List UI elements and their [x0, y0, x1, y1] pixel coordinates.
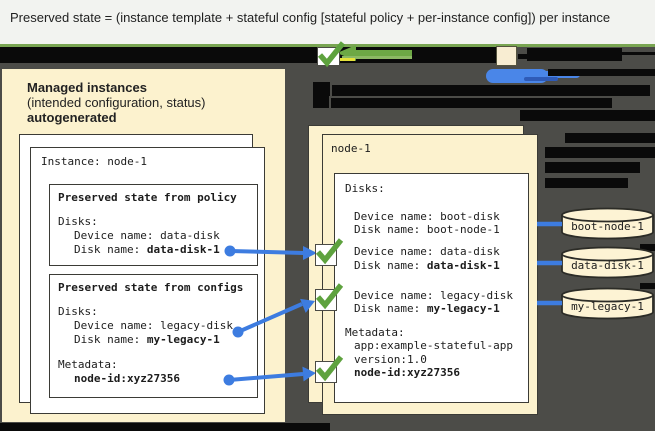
- checkbox-legacy-disk: [315, 283, 344, 311]
- instance-card-front: Instance: node-1 Preserved state from po…: [30, 147, 265, 414]
- blue-scribble: [524, 77, 558, 81]
- disk-label: data-disk-1: [571, 259, 644, 272]
- disk-name-line: Disk name: my-legacy-1: [58, 333, 257, 347]
- disks-label: Disks:: [58, 215, 98, 228]
- redaction-bar: [518, 54, 528, 59]
- disk-name-value: my-legacy-1: [146, 333, 220, 346]
- metadata-app-line: app:example-stateful-app: [354, 339, 513, 352]
- metadata-value: node-id:xyz27356: [74, 372, 180, 385]
- disk-name-line: Disk name: data-disk-1: [58, 243, 257, 257]
- checkmark-icon: [315, 355, 344, 382]
- checkbox-equation: [317, 41, 346, 68]
- configs-state-box: Preserved state from configs Disks: Devi…: [49, 274, 258, 398]
- checkbox-metadata: [315, 355, 344, 383]
- redaction-bar: [331, 98, 612, 108]
- legacy-disk-line: Disk name: my-legacy-1: [335, 302, 528, 316]
- redaction-bar: [545, 178, 628, 188]
- checkbox-data-disk: [315, 238, 344, 266]
- disk-cylinder-legacy: my-legacy-1: [560, 286, 655, 321]
- redaction-bar: [640, 283, 655, 289]
- boot-disk-line: Disk name: boot-node-1: [354, 223, 500, 236]
- redaction-bar: [313, 96, 329, 108]
- disk-name-value: my-legacy-1: [426, 302, 500, 315]
- data-device-line: Device name: data-disk: [354, 245, 500, 258]
- redaction-bar: [332, 85, 650, 96]
- redaction-bar: [565, 133, 655, 143]
- policy-state-box: Preserved state from policy Disks: Devic…: [49, 184, 258, 266]
- node-card-front: node-1 Disks: Device name: boot-disk Dis…: [322, 134, 538, 415]
- checkmark-icon: [315, 283, 344, 310]
- redaction-bar: [545, 147, 655, 158]
- data-disk-line: Disk name: data-disk-1: [335, 259, 528, 273]
- policy-box-heading: Preserved state from policy: [58, 191, 237, 204]
- boot-device-line: Device name: boot-disk: [354, 209, 500, 223]
- redaction-bar: [527, 48, 622, 61]
- green-arrow-underline: [342, 56, 412, 59]
- disk-connector-lines: [537, 221, 562, 306]
- equation-title: Preserved state = (instance template + s…: [10, 10, 611, 25]
- disk-name-label: Disk name:: [74, 243, 147, 256]
- redaction-bar: [640, 244, 655, 251]
- disk-cylinder-data: data-disk-1: [560, 245, 655, 280]
- device-name-line: Device name: legacy-disk: [74, 319, 233, 332]
- disk-icon: [561, 207, 654, 240]
- redaction-bar: [545, 162, 640, 173]
- disk-label: boot-node-1: [571, 220, 644, 233]
- node-title: node-1: [331, 142, 371, 155]
- panel-heading-line2: (intended configuration, status): [27, 95, 206, 110]
- disk-name-value: data-disk-1: [426, 258, 500, 272]
- title-bar: Preserved state = (instance template + s…: [0, 0, 655, 44]
- instance-title: Instance: node-1: [41, 155, 147, 168]
- metadata-label: Metadata:: [58, 358, 118, 371]
- disks-label: Disks:: [58, 305, 98, 318]
- checkmark-icon: [317, 41, 346, 68]
- disk-name-value: data-disk-1: [146, 243, 220, 256]
- redaction-bar: [620, 52, 655, 55]
- panel-heading-line3: autogenerated: [27, 110, 117, 125]
- configs-box-heading: Preserved state from configs: [58, 281, 244, 294]
- panel-heading-line1: Managed instances: [27, 80, 147, 95]
- redaction-bar: [0, 47, 317, 63]
- device-name-line: Device name: data-disk: [74, 229, 220, 242]
- metadata-label: Metadata:: [345, 325, 405, 339]
- panel-heading: Managed instances (intended configuratio…: [27, 80, 206, 125]
- disk-cylinder-boot: boot-node-1: [560, 206, 655, 241]
- managed-instances-panel: Managed instances (intended configuratio…: [2, 69, 285, 422]
- disk-name-label: Disk name:: [354, 258, 427, 272]
- checkmark-icon: [315, 238, 344, 265]
- disks-label: Disks:: [345, 182, 385, 195]
- yellow-accent-line: [333, 58, 355, 61]
- blue-scribble: [508, 71, 580, 78]
- disk-name-label: Disk name:: [354, 302, 427, 315]
- beige-chip: [496, 46, 517, 66]
- green-divider: [0, 44, 655, 47]
- metadata-node-value: node-id:xyz27356: [354, 366, 460, 379]
- metadata-version-line: version:1.0: [354, 352, 427, 366]
- green-arrow-shaft: [354, 50, 412, 56]
- disk-icon: [561, 287, 654, 320]
- node-detail-box: Disks: Device name: boot-disk Disk name:…: [334, 173, 529, 403]
- disk-label: my-legacy-1: [571, 300, 644, 313]
- legacy-device-line: Device name: legacy-disk: [354, 288, 513, 302]
- disk-icon: [561, 246, 654, 279]
- redaction-bar: [0, 423, 330, 431]
- redaction-bar: [520, 110, 655, 121]
- redaction-bar: [313, 82, 330, 96]
- disk-name-label: Disk name:: [74, 333, 147, 346]
- redaction-bar: [548, 69, 655, 76]
